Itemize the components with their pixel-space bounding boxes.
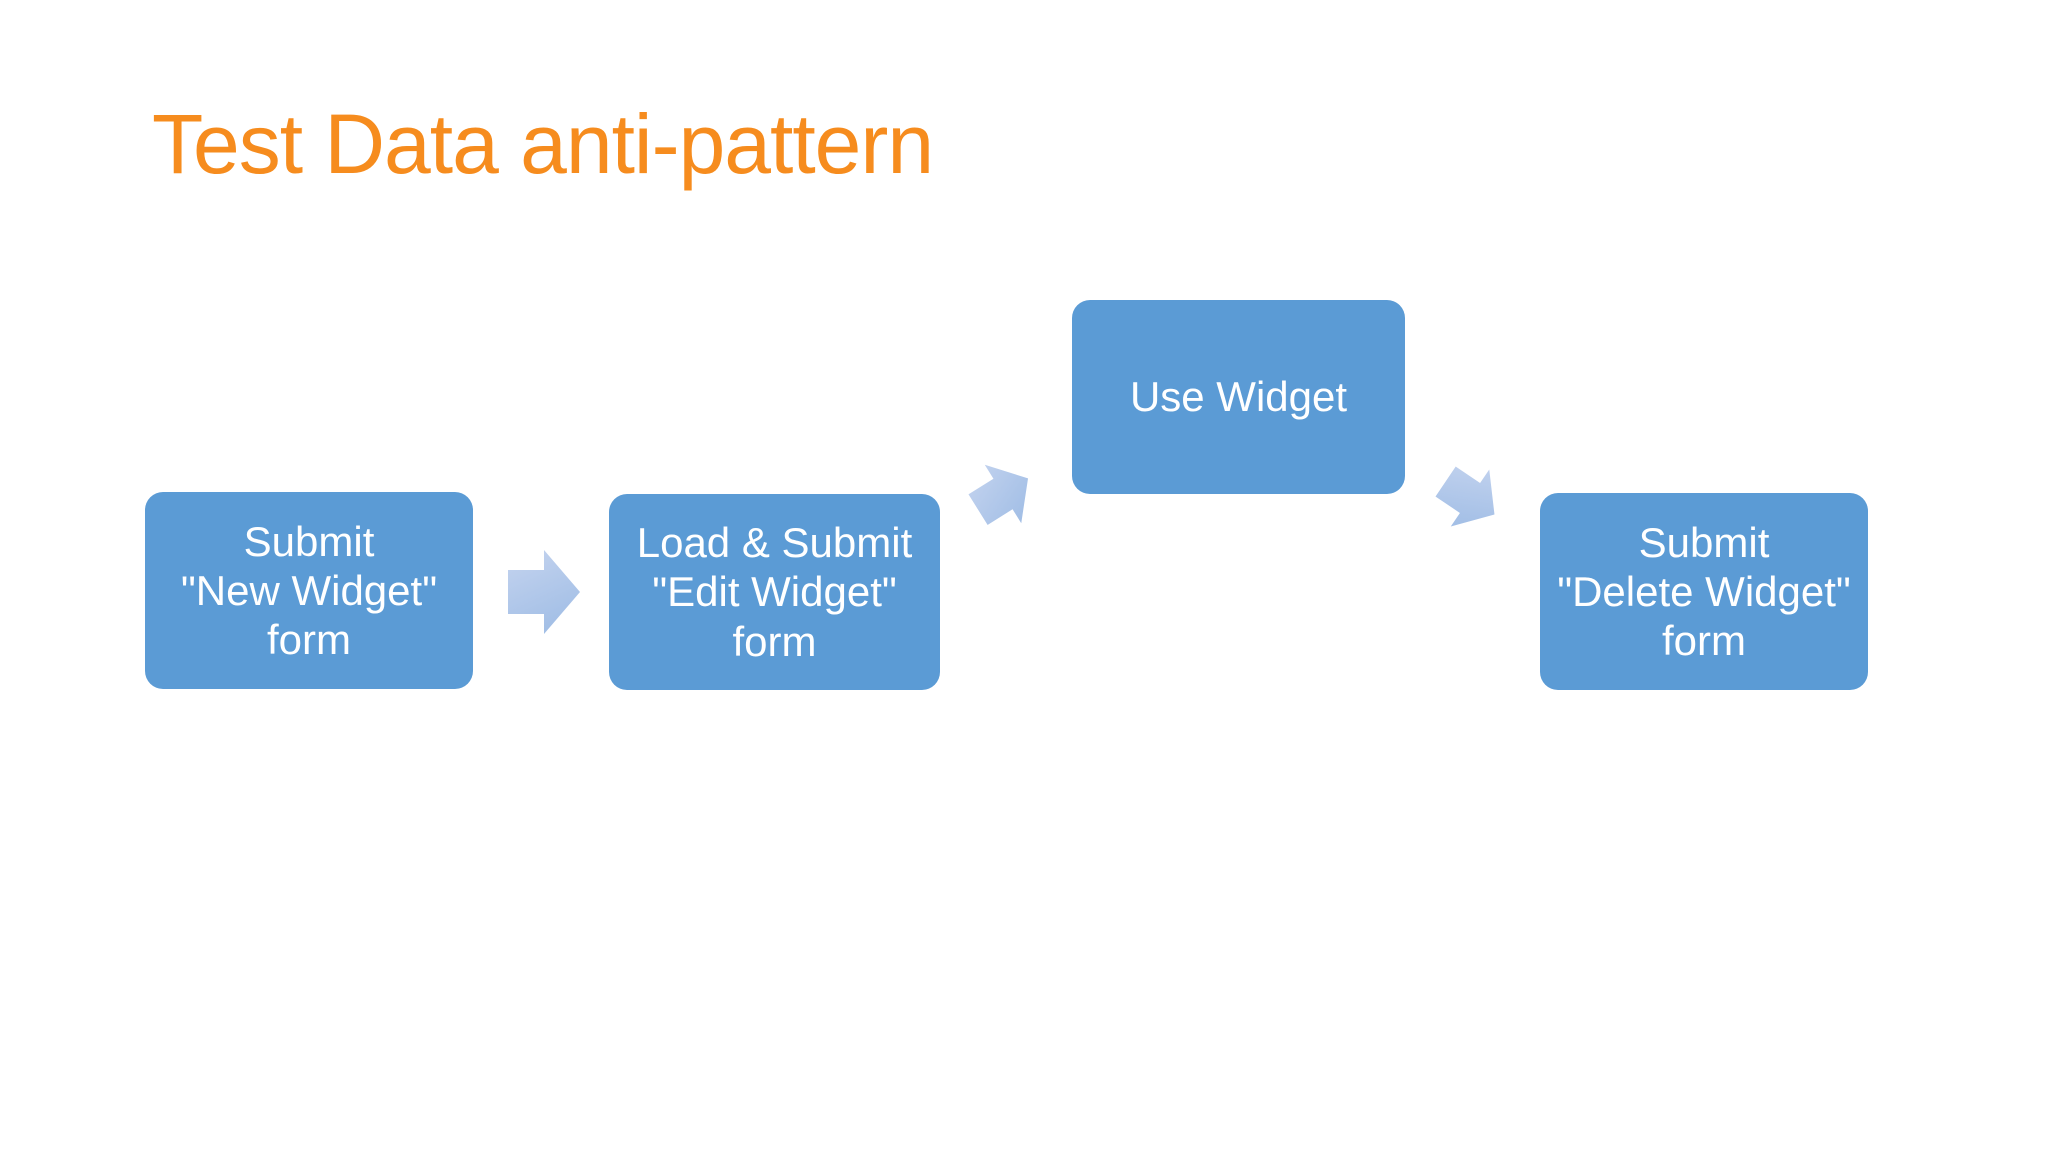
node-line: "Delete Widget": [1557, 567, 1851, 615]
node-line: Submit: [243, 517, 375, 565]
right-arrow-icon: [508, 550, 580, 634]
node-line: "Edit Widget": [652, 568, 897, 616]
node-line: form: [732, 617, 817, 665]
node-line: Use Widget: [1129, 373, 1348, 421]
node-line: Load & Submit: [636, 519, 913, 567]
node-line: "New Widget": [180, 566, 438, 614]
node-line: Submit: [1638, 518, 1770, 566]
flow-node-use-widget: Use Widget: [1072, 300, 1405, 494]
slide-title: Test Data anti-pattern: [152, 97, 934, 191]
flow-node-delete-widget: Submit "Delete Widget" form: [1540, 493, 1868, 690]
node-line: form: [1662, 617, 1746, 665]
flow-node-edit-widget: Load & Submit "Edit Widget" form: [609, 494, 940, 690]
node-line: form: [267, 616, 351, 664]
down-right-arrow-icon: [1426, 453, 1513, 543]
flow-node-new-widget: Submit "New Widget" form: [145, 492, 473, 689]
up-right-arrow-icon: [960, 449, 1047, 539]
